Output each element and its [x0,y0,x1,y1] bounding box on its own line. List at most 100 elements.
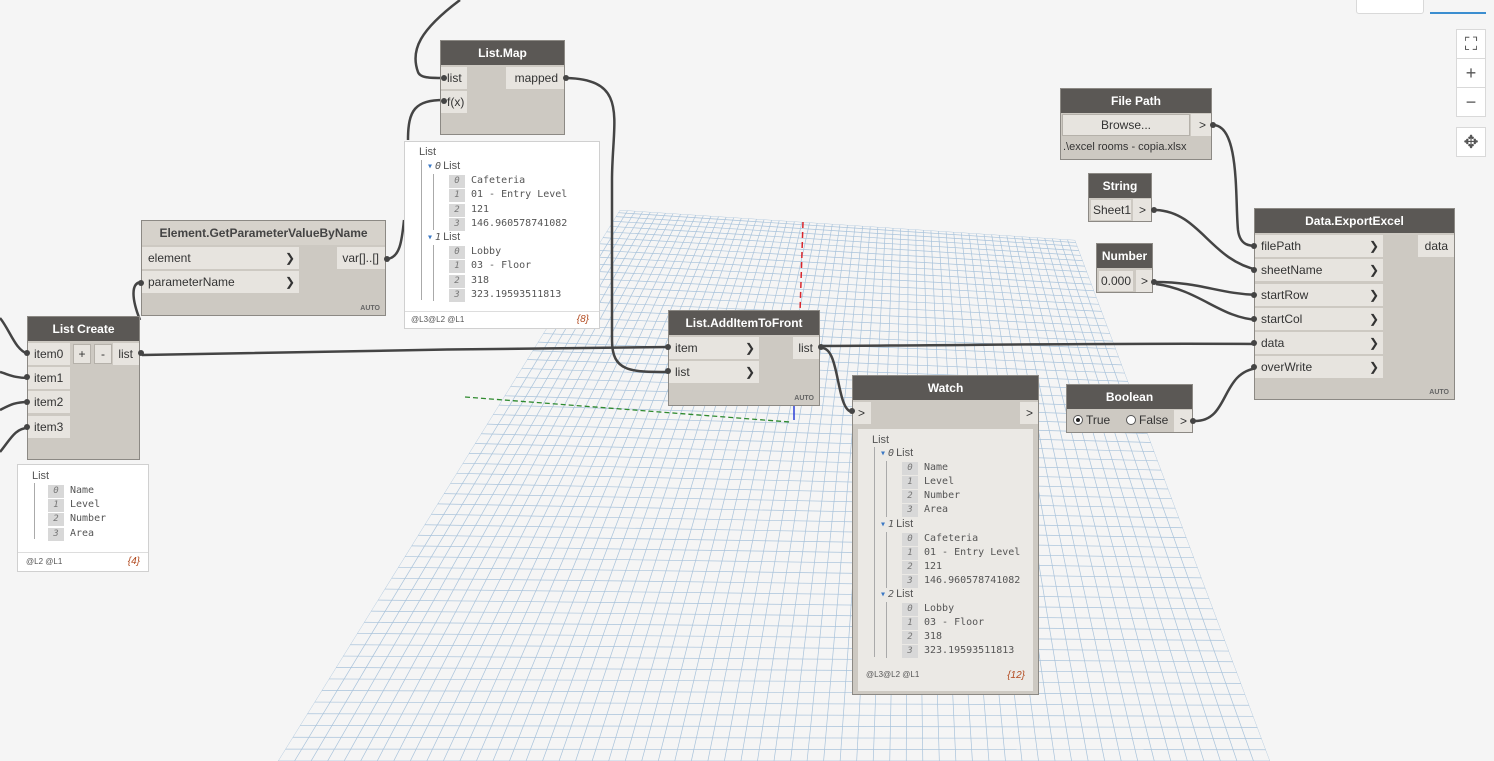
item-index: 3 [449,288,465,302]
input-port-start-col[interactable]: startCol❯ [1255,308,1383,330]
input-port-item1[interactable]: item1 [28,367,70,389]
item-value: 03 - Floor [471,260,532,272]
input-port-list[interactable]: list [441,67,467,89]
item-value: 323.19593511813 [471,288,562,300]
add-input-button[interactable]: + [73,344,91,364]
string-node[interactable]: String Sheet1 > [1088,173,1152,222]
expand-arrow-icon[interactable]: ▾ [880,518,887,530]
pan-icon[interactable]: ✥ [1456,127,1486,157]
port-dot [24,399,30,405]
number-value-input[interactable]: 0.000 [1099,271,1133,291]
item-index: 2 [902,560,918,574]
output-port[interactable]: > [1136,270,1152,292]
port-dot [1151,207,1157,213]
list-create-node[interactable]: List Create item0 + - list item1 item2 i… [27,316,140,460]
auto-label: AUTO [1429,389,1449,396]
output-port-data[interactable]: data [1418,235,1454,257]
port-label: item [675,341,698,355]
input-port-data[interactable]: data❯ [1255,332,1383,354]
input-port-sheet-name[interactable]: sheetName❯ [1255,259,1383,281]
expand-arrow-icon[interactable]: ▾ [880,589,887,600]
input-port-file-path[interactable]: filePath❯ [1255,235,1383,257]
zoom-in-icon[interactable]: + [1456,58,1486,88]
input-port-element[interactable]: element❯ [142,247,299,269]
item-value: 01 - Entry Level [471,189,568,201]
input-port-list[interactable]: list❯ [669,361,759,383]
get-parameter-value-node[interactable]: Element.GetParameterValueByName element❯… [141,220,386,316]
boolean-node[interactable]: Boolean True False > [1066,384,1193,433]
node-title[interactable]: Watch [853,376,1038,400]
file-path-node[interactable]: File Path Browse... > .\excel rooms - co… [1060,88,1212,160]
input-port-item2[interactable]: item2 [28,391,70,413]
watch-input-port[interactable]: > [853,402,871,424]
input-port-item3[interactable]: item3 [28,416,70,438]
input-port-overwrite[interactable]: overWrite❯ [1255,356,1383,378]
output-port[interactable]: > [1174,410,1192,432]
number-node[interactable]: Number 0.000 > [1096,243,1153,293]
zoom-to-fit-icon[interactable]: ⛶ [1456,29,1486,59]
string-value-input[interactable]: Sheet1 [1091,200,1131,220]
chevron-right-icon: ❯ [1368,312,1379,326]
item-index: 0 [902,532,918,546]
node-title[interactable]: Boolean [1067,385,1192,409]
port-dot [1251,316,1257,322]
node-title[interactable]: Data.ExportExcel [1255,209,1454,233]
port-label: sheetName [1261,263,1323,277]
sublist-label: List [443,231,461,243]
port-dot [1251,292,1257,298]
output-port-list[interactable]: list [793,337,819,359]
node-title[interactable]: List.Map [441,41,564,65]
chevron-right-icon: ❯ [1368,360,1379,374]
node-title[interactable]: List.AddItemToFront [669,311,819,335]
item-value: Level [70,499,101,511]
item-value: 318 [924,631,943,643]
watch-output-port[interactable]: > [1020,402,1038,424]
input-port-item0[interactable]: item0 [28,343,70,365]
item-value: Name [924,462,949,474]
item-index: 1 [449,260,465,274]
output-port-list[interactable]: list [113,343,139,365]
input-port-start-row[interactable]: startRow❯ [1255,284,1383,306]
input-port-parameter-name[interactable]: parameterName❯ [142,271,299,293]
item-count: {12} [1007,670,1025,681]
remove-input-button[interactable]: - [94,344,112,364]
node-title[interactable]: String [1089,174,1151,198]
node-title[interactable]: File Path [1061,89,1211,113]
tree-guide-line [433,174,434,230]
expand-arrow-icon[interactable]: ▾ [880,448,887,459]
item-value: Number [924,490,961,502]
data-export-excel-node[interactable]: Data.ExportExcel filePath❯ sheetName❯ st… [1254,208,1455,400]
list-map-node[interactable]: List.Map list f(x) mapped [440,40,565,135]
output-port-mapped[interactable]: mapped [506,67,564,89]
item-value: 318 [471,274,490,286]
zoom-out-icon[interactable]: − [1456,87,1486,117]
node-title[interactable]: Element.GetParameterValueByName [142,221,385,245]
expand-arrow-icon[interactable]: ▾ [427,232,434,243]
list-add-item-to-front-node[interactable]: List.AddItemToFront item❯ list❯ list AUT… [668,310,820,406]
item-index: 2 [48,513,64,527]
output-port[interactable]: > [1191,114,1211,136]
output-port-var[interactable]: var[]..[] [337,247,385,269]
preview-root: List [32,470,50,482]
true-radio[interactable]: True [1073,413,1110,427]
output-port[interactable]: > [1133,199,1151,221]
top-right-toolbar-stub[interactable] [1356,0,1424,14]
expand-arrow-icon[interactable]: ▾ [427,161,434,172]
input-port-item[interactable]: item❯ [669,337,759,359]
port-dot [24,374,30,380]
false-radio[interactable]: False [1126,413,1168,427]
browse-button[interactable]: Browse... [1062,114,1190,136]
node-title[interactable]: List Create [28,317,139,341]
node-title[interactable]: Number [1097,244,1152,268]
input-port-fx[interactable]: f(x) [441,91,467,113]
top-right-toolbar-stub-2[interactable] [1430,0,1486,14]
